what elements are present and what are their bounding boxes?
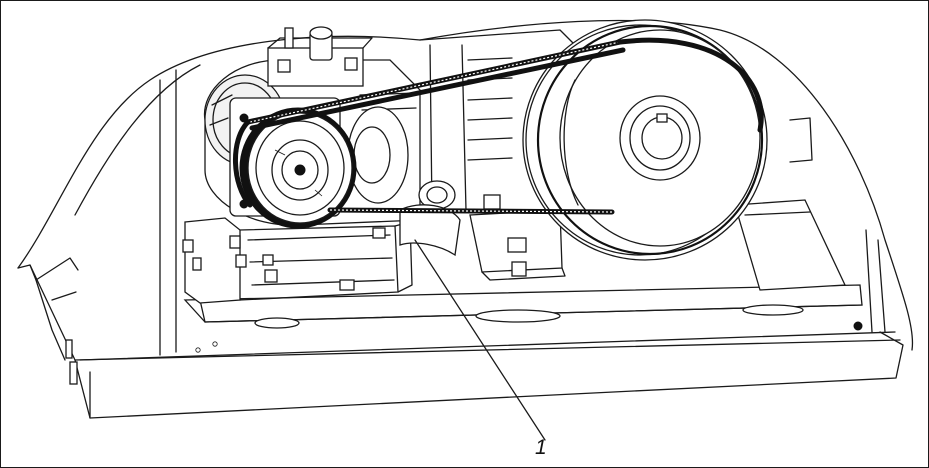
v-belt <box>233 37 764 215</box>
callout-label: 1 <box>535 436 547 459</box>
callout-leader-line <box>414 239 546 441</box>
motor-pulley <box>239 106 409 229</box>
large-pulley <box>522 19 768 261</box>
mounting-plate <box>183 284 863 329</box>
motor-bracket <box>182 217 413 304</box>
large-pulley-support <box>734 117 846 291</box>
housing <box>17 19 914 419</box>
bracket-bolt-group <box>182 227 386 291</box>
driven-unit-housing <box>399 29 795 281</box>
